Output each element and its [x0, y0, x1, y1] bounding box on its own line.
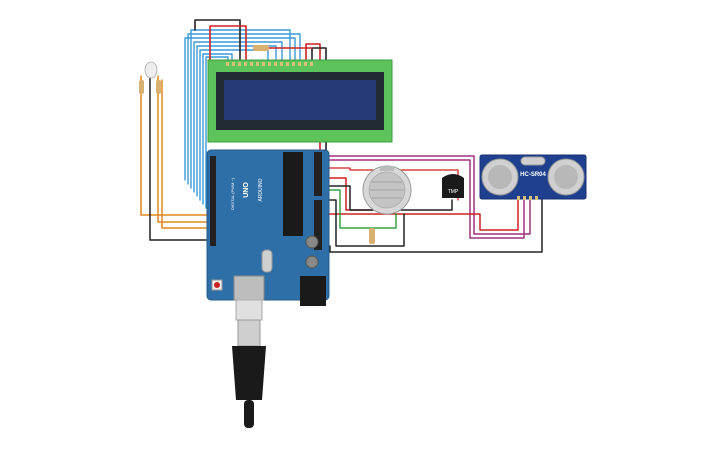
- led-wire-green: [157, 75, 215, 223]
- us-crystal: [520, 156, 546, 166]
- power-jack: [300, 276, 326, 306]
- gas-sensor: [362, 165, 412, 215]
- lcd-resistor: [253, 45, 269, 51]
- hcsr04-label: HC-SR04: [520, 172, 546, 178]
- led-wire-red: [140, 75, 215, 216]
- capacitor-1: [305, 235, 319, 249]
- analog-header: [314, 200, 322, 250]
- temperature-sensor: TMP: [442, 174, 464, 198]
- atmega-chip: [283, 152, 303, 236]
- lcd-gnd-wire: [194, 19, 241, 61]
- uno-logo-text: UNO: [243, 182, 250, 198]
- lcd-display: [207, 59, 393, 143]
- ultrasonic-sensor: HC-SR04: [479, 154, 587, 200]
- crystal: [261, 249, 273, 273]
- us-gnd-wire: [329, 195, 543, 253]
- gas-resistor: [369, 228, 375, 244]
- arduino-board: UNO ARDUINO DIGITAL (PWM ~): [206, 149, 330, 306]
- led-wire-black: [149, 75, 215, 241]
- temp-wire: [329, 185, 453, 211]
- gas-green-wire: [329, 189, 397, 229]
- gas-black-wire: [329, 199, 405, 247]
- capacitor-2: [305, 255, 319, 269]
- us-pins: [517, 196, 538, 200]
- digital-header: [210, 156, 216, 246]
- wires: [140, 19, 543, 253]
- led-wire-blue: [161, 79, 215, 229]
- power-header: [314, 152, 322, 196]
- rgb-led: [139, 61, 161, 94]
- usb-cable: [232, 299, 266, 428]
- arduino-logo: UNO ARDUINO: [243, 178, 264, 201]
- us-vcc-wire: [329, 195, 519, 231]
- lcd-vcc-wire: [209, 25, 247, 61]
- arduino-brand-text: ARDUINO: [258, 178, 264, 201]
- digital-label: DIGITAL (PWM ~): [230, 177, 235, 210]
- echo-wire: [329, 155, 531, 235]
- tmp-label: TMP: [448, 189, 459, 195]
- usb-port: [233, 275, 265, 301]
- lcd-pins: [226, 62, 313, 66]
